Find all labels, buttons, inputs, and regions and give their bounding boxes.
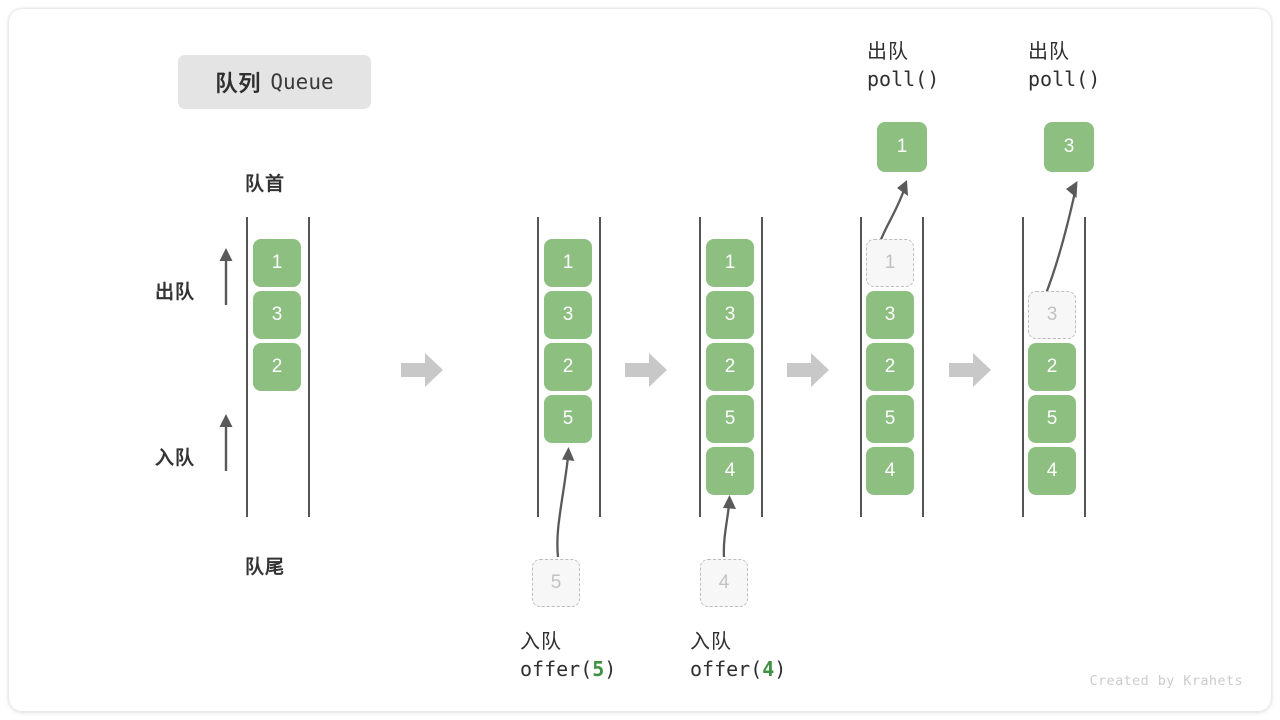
caption-line-1: 出队	[1028, 41, 1070, 63]
queue-slot: 1	[706, 239, 754, 287]
queue-slot: 4	[866, 447, 914, 495]
caption-line-2: offer(4)	[690, 656, 787, 681]
queue-slot: 3	[1028, 291, 1076, 339]
title-en: Queue	[270, 70, 334, 94]
title-badge: 队列 Queue	[178, 55, 371, 109]
queue-slot: 3	[253, 291, 301, 339]
queue-slot: 4	[706, 447, 754, 495]
step-arrow-icon	[787, 353, 829, 387]
incoming-element-ghost: 5	[532, 559, 580, 607]
queue-slot: 3	[706, 291, 754, 339]
queue-slot: 2	[253, 343, 301, 391]
queue-slot: 1	[866, 239, 914, 287]
caption-line-1: 入队	[520, 631, 562, 653]
rail-right	[761, 217, 763, 517]
popped-element: 3	[1044, 122, 1094, 172]
queue-slot: 5	[1028, 395, 1076, 443]
enqueue-curved-arrow-icon	[722, 495, 736, 558]
queue-slot: 2	[1028, 343, 1076, 391]
title-cn: 队列	[215, 71, 262, 96]
queue-slot: 2	[706, 343, 754, 391]
dequeue-curved-arrow-icon	[878, 180, 908, 243]
dequeue-up-arrow-icon	[219, 248, 233, 305]
queue-slot: 1	[253, 239, 301, 287]
rail-left	[537, 217, 539, 517]
queue-slot: 2	[866, 343, 914, 391]
dequeue-curved-arrow-icon	[1043, 181, 1078, 297]
queue-slot: 3	[866, 291, 914, 339]
rail-right	[599, 217, 601, 517]
caption-line-2: offer(5)	[520, 656, 617, 681]
column-caption-poll-1: 出队 poll()	[867, 39, 939, 93]
credit-text: Created by Krahets	[1089, 673, 1243, 689]
queue-slot: 1	[544, 239, 592, 287]
caption-line-2: poll()	[867, 66, 940, 91]
rail-right	[308, 217, 310, 517]
queue-head-label: 队首	[245, 174, 286, 195]
step-arrow-icon	[401, 353, 443, 387]
rail-right	[922, 217, 924, 517]
queue-slot: 4	[1028, 447, 1076, 495]
rail-left	[246, 217, 248, 517]
column-caption-offer-5: 入队 offer(5)	[520, 629, 616, 683]
rail-left	[1022, 217, 1024, 517]
rail-left	[860, 217, 862, 517]
rail-left	[699, 217, 701, 517]
popped-element: 1	[877, 122, 927, 172]
queue-slot: 5	[866, 395, 914, 443]
caption-line-1: 出队	[867, 41, 909, 63]
step-arrow-icon	[949, 353, 991, 387]
enqueue-curved-arrow-icon	[556, 447, 575, 558]
diagram-card: 队列 Queue 队首 队尾 出队 入队 1 3 2 1 3 2 5 5	[8, 8, 1272, 712]
enqueue-direction-label: 入队	[155, 448, 196, 469]
incoming-element-ghost: 4	[700, 559, 748, 607]
queue-slot: 2	[544, 343, 592, 391]
caption-line-2: poll()	[1028, 66, 1101, 91]
queue-slot: 5	[706, 395, 754, 443]
queue-slot: 3	[544, 291, 592, 339]
queue-tail-label: 队尾	[245, 557, 286, 578]
column-caption-poll-3: 出队 poll()	[1028, 39, 1100, 93]
dequeue-direction-label: 出队	[155, 282, 196, 303]
step-arrow-icon	[625, 353, 667, 387]
column-caption-offer-4: 入队 offer(4)	[690, 629, 786, 683]
caption-line-1: 入队	[690, 631, 732, 653]
rail-right	[1084, 217, 1086, 517]
enqueue-up-arrow-icon	[219, 414, 233, 471]
queue-slot: 5	[544, 395, 592, 443]
